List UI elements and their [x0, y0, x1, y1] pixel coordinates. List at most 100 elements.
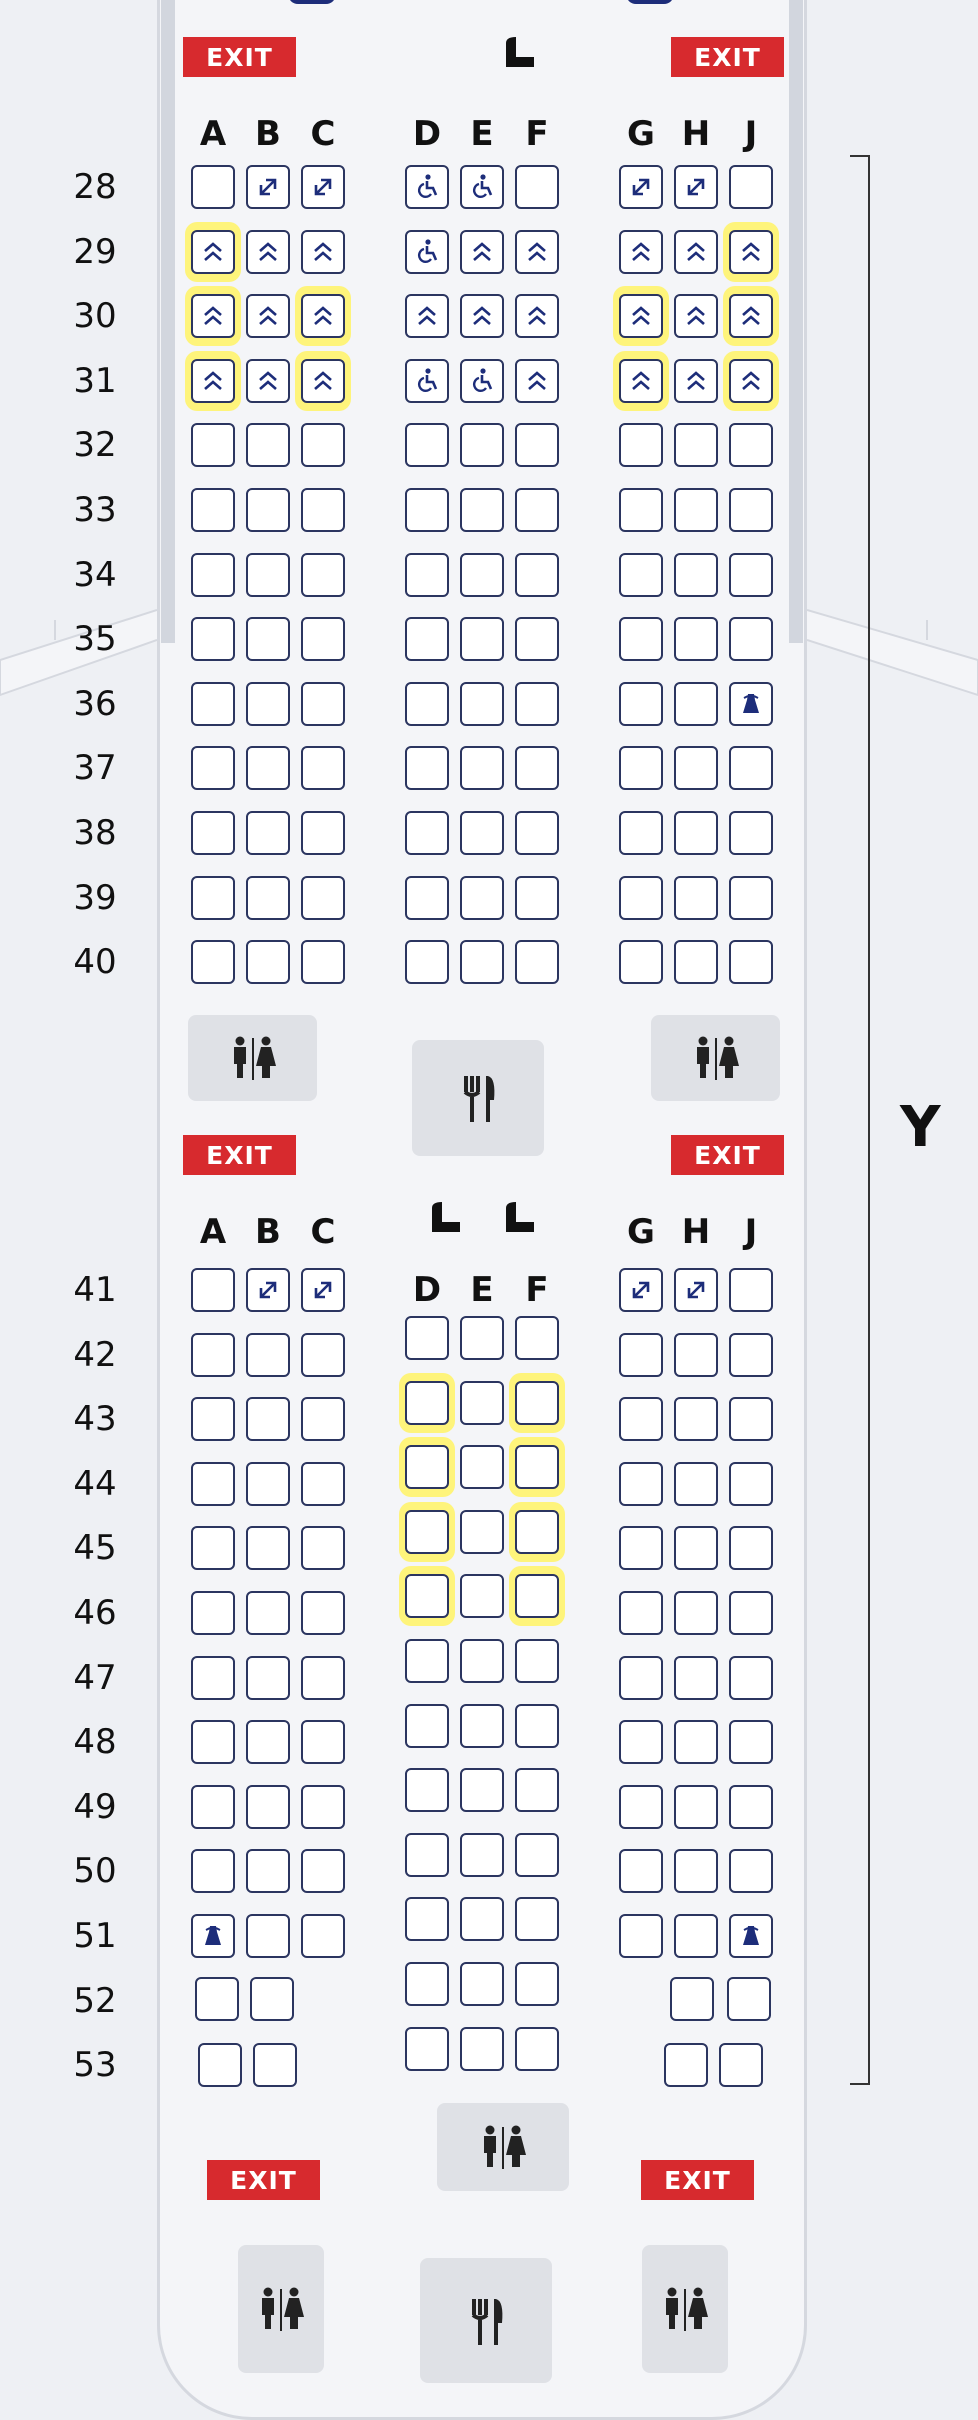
- seat-39G[interactable]: [619, 875, 663, 920]
- seat-47E[interactable]: [460, 1639, 504, 1683]
- seat-45C[interactable]: [301, 1526, 345, 1571]
- seat-51C[interactable]: [301, 1914, 345, 1958]
- seat-37C[interactable]: [301, 746, 345, 791]
- seat-51J[interactable]: [729, 1914, 773, 1958]
- seat-35D[interactable]: [405, 617, 449, 662]
- seat-38H[interactable]: [674, 811, 718, 855]
- seat-31C[interactable]: [301, 358, 345, 403]
- seat-30F[interactable]: [515, 294, 559, 339]
- seat-29H[interactable]: [674, 229, 718, 274]
- seat-46D[interactable]: [405, 1574, 449, 1619]
- seat-30H[interactable]: [674, 294, 718, 339]
- seat-44G[interactable]: [619, 1461, 663, 1506]
- seat-32F[interactable]: [515, 423, 559, 468]
- seat-32C[interactable]: [301, 423, 345, 468]
- seat-44D[interactable]: [405, 1445, 449, 1490]
- seat-36D[interactable]: [405, 681, 449, 726]
- seat-42E[interactable]: [460, 1316, 504, 1360]
- seat-31B[interactable]: [246, 358, 290, 403]
- seat-29B[interactable]: [246, 229, 290, 274]
- seat-37E[interactable]: [460, 746, 504, 791]
- seat-44A[interactable]: [191, 1461, 235, 1506]
- seat-47C[interactable]: [301, 1655, 345, 1700]
- seat-45G[interactable]: [619, 1526, 663, 1571]
- seat-46H[interactable]: [674, 1591, 718, 1635]
- seat-37J[interactable]: [729, 746, 773, 791]
- seat-51A[interactable]: [191, 1914, 235, 1958]
- seat-30G[interactable]: [619, 294, 663, 339]
- seat-52E[interactable]: [460, 1962, 504, 2006]
- seat-43C[interactable]: [301, 1397, 345, 1442]
- seat-34J[interactable]: [729, 552, 773, 597]
- seat-38E[interactable]: [460, 811, 504, 855]
- seat-28D[interactable]: [405, 165, 449, 209]
- seat-28E[interactable]: [460, 165, 504, 209]
- seat-33B[interactable]: [246, 488, 290, 532]
- seat-30C[interactable]: [301, 294, 345, 339]
- seat-49C[interactable]: [301, 1784, 345, 1829]
- seat-43D[interactable]: [405, 1380, 449, 1425]
- seat-48B[interactable]: [246, 1720, 290, 1765]
- seat-50C[interactable]: [301, 1849, 345, 1894]
- seat-43F[interactable]: [515, 1380, 559, 1425]
- seat-36J[interactable]: [729, 681, 773, 726]
- seat-53H[interactable]: [664, 2043, 708, 2087]
- seat-43J[interactable]: [729, 1397, 773, 1442]
- seat-34B[interactable]: [246, 552, 290, 597]
- seat-35A[interactable]: [191, 617, 235, 662]
- seat-51D[interactable]: [405, 1897, 449, 1942]
- seat-51F[interactable]: [515, 1897, 559, 1942]
- seat-48F[interactable]: [515, 1703, 559, 1748]
- seat-35H[interactable]: [674, 617, 718, 662]
- seat-53B[interactable]: [253, 2043, 297, 2087]
- seat-31E[interactable]: [460, 358, 504, 403]
- seat-42J[interactable]: [729, 1332, 773, 1377]
- seat-35J[interactable]: [729, 617, 773, 662]
- seat-34D[interactable]: [405, 552, 449, 597]
- seat-29E[interactable]: [460, 229, 504, 274]
- seat-52D[interactable]: [405, 1962, 449, 2006]
- seat-50B[interactable]: [246, 1849, 290, 1894]
- seat-48C[interactable]: [301, 1720, 345, 1765]
- seat-52B[interactable]: [250, 1977, 294, 2021]
- seat-38F[interactable]: [515, 811, 559, 855]
- seat-31D[interactable]: [405, 358, 449, 403]
- seat-30A[interactable]: [191, 294, 235, 339]
- seat-34E[interactable]: [460, 552, 504, 597]
- seat-29D[interactable]: [405, 229, 449, 274]
- seat-39J[interactable]: [729, 875, 773, 920]
- seat-38D[interactable]: [405, 811, 449, 855]
- seat-39F[interactable]: [515, 875, 559, 920]
- seat-38B[interactable]: [246, 811, 290, 855]
- seat-39E[interactable]: [460, 875, 504, 920]
- seat-29A[interactable]: [191, 229, 235, 274]
- seat-47D[interactable]: [405, 1639, 449, 1683]
- seat-38G[interactable]: [619, 811, 663, 855]
- seat-47H[interactable]: [674, 1655, 718, 1700]
- seat-44F[interactable]: [515, 1445, 559, 1490]
- seat-30B[interactable]: [246, 294, 290, 339]
- seat-50D[interactable]: [405, 1832, 449, 1877]
- seat-34F[interactable]: [515, 552, 559, 597]
- seat-37F[interactable]: [515, 746, 559, 791]
- seat-37A[interactable]: [191, 746, 235, 791]
- seat-44J[interactable]: [729, 1461, 773, 1506]
- seat-53F[interactable]: [515, 2026, 559, 2071]
- seat-50A[interactable]: [191, 1849, 235, 1894]
- seat-39B[interactable]: [246, 875, 290, 920]
- seat-47F[interactable]: [515, 1639, 559, 1683]
- seat-45F[interactable]: [515, 1509, 559, 1554]
- seat-44E[interactable]: [460, 1445, 504, 1490]
- seat-45A[interactable]: [191, 1526, 235, 1571]
- seat-40A[interactable]: [191, 940, 235, 985]
- seat-39H[interactable]: [674, 875, 718, 920]
- seat-42G[interactable]: [619, 1332, 663, 1377]
- seat-41C[interactable]: [301, 1268, 345, 1312]
- seat-31H[interactable]: [674, 358, 718, 403]
- seat-50F[interactable]: [515, 1832, 559, 1877]
- seat-48H[interactable]: [674, 1720, 718, 1765]
- seat-28A[interactable]: [191, 165, 235, 209]
- seat-28F[interactable]: [515, 165, 559, 209]
- seat-46F[interactable]: [515, 1574, 559, 1619]
- seat-52F[interactable]: [515, 1962, 559, 2006]
